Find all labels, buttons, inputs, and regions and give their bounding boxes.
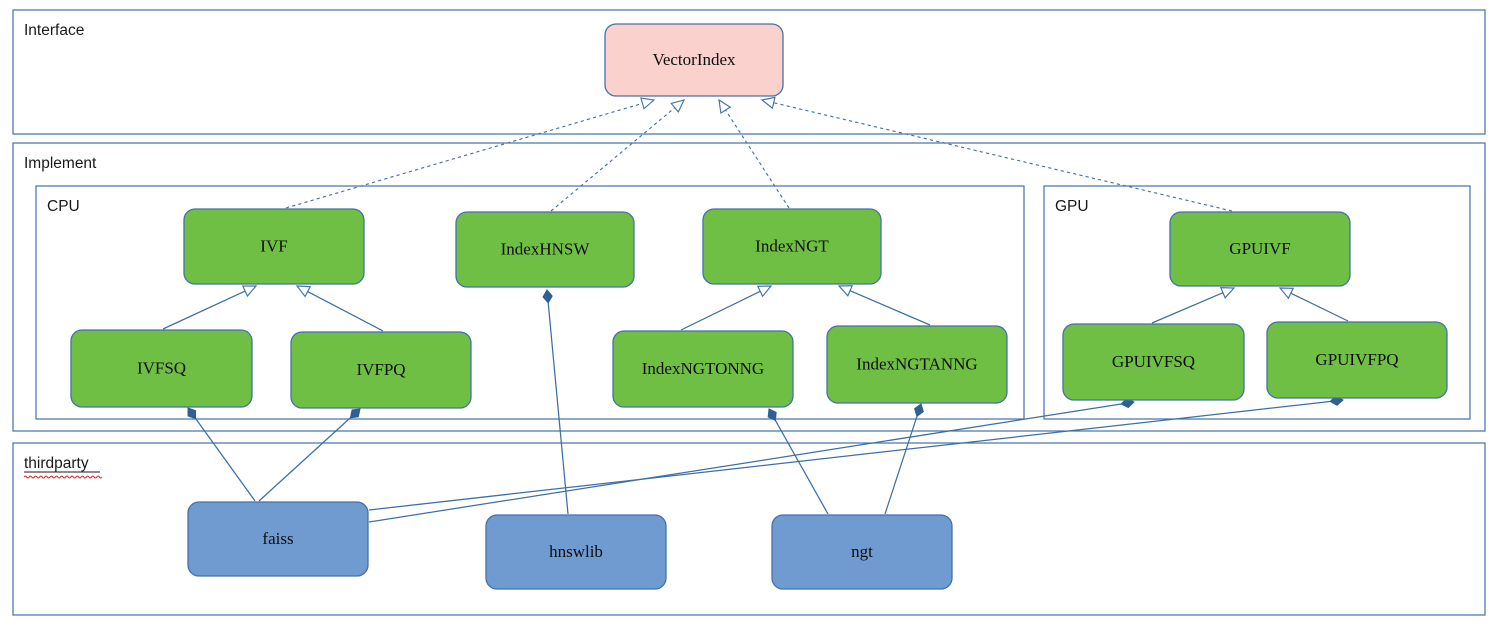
group-label-interface: Interface — [24, 22, 84, 39]
class-node-label-vectorindex: VectorIndex — [652, 50, 736, 69]
arrowhead-hollow-triangle-indexngt-vectorindex — [718, 98, 732, 115]
group-label-implement: Implement — [24, 155, 97, 172]
class-node-label-indexhnsw: IndexHNSW — [501, 239, 591, 258]
class-node-indexngtanng[interactable]: IndexNGTANNG — [826, 325, 1008, 404]
edge-line-ivf-vectorindex — [285, 102, 643, 209]
arrowhead-hollow-triangle-indexngtonng-indexngt — [756, 285, 773, 298]
edge-line-faiss-ivfpq — [258, 417, 351, 502]
arrowhead-filled-diamond-hnswlib-indexhnsw — [542, 289, 553, 304]
group-label-cpu: CPU — [47, 198, 80, 215]
edge-ngt-indexngtonng — [767, 408, 829, 515]
edge-hnswlib-indexhnsw — [542, 289, 569, 515]
group-label-thirdparty: thirdparty — [24, 455, 89, 472]
class-node-gpuivfsq[interactable]: GPUIVFSQ — [1062, 323, 1245, 401]
class-node-box-hnswlib[interactable] — [485, 514, 667, 590]
class-node-box-indexhnsw[interactable] — [455, 211, 635, 288]
arrowhead-filled-diamond-ngt-indexngtanng — [914, 403, 924, 418]
edge-indexngtonng-indexngt — [680, 285, 773, 331]
class-node-ivfpq[interactable]: IVFPQ — [290, 331, 472, 409]
class-node-label-ngt: ngt — [851, 542, 873, 561]
edge-line-ivfpq-ivf — [307, 291, 384, 332]
class-node-indexngt[interactable]: IndexNGT — [702, 208, 882, 285]
class-node-indexngtonng[interactable]: IndexNGTONNG — [612, 330, 794, 408]
class-node-gpuivfpq[interactable]: GPUIVFPQ — [1266, 321, 1448, 399]
edge-ngt-indexngtanng — [884, 403, 924, 515]
edge-gpuivfpq-gpuivf — [1278, 287, 1349, 322]
class-node-box-ivfpq[interactable] — [290, 331, 472, 409]
class-node-ivfsq[interactable]: IVFSQ — [70, 329, 253, 408]
arrowhead-filled-diamond-ngt-indexngtonng — [767, 408, 777, 422]
arrowhead-hollow-triangle-gpuivfpq-gpuivf — [1278, 287, 1295, 300]
class-node-label-indexngt: IndexNGT — [755, 236, 829, 255]
class-node-box-ivf[interactable] — [183, 208, 365, 285]
edge-faiss-ivfpq — [258, 408, 361, 502]
edge-ivfsq-ivf — [162, 285, 258, 330]
class-node-indexhnsw[interactable]: IndexHNSW — [455, 211, 635, 288]
edge-indexngtanng-indexngt — [837, 285, 931, 326]
class-node-label-faiss: faiss — [262, 529, 293, 548]
arrowhead-hollow-triangle-indexngtanng-indexngt — [837, 285, 854, 297]
group-label-gpu: GPU — [1055, 198, 1089, 215]
edge-faiss-ivfsq — [187, 407, 256, 502]
edge-indexngt-vectorindex — [718, 98, 790, 209]
edge-ivfpq-ivf — [295, 285, 384, 332]
class-node-box-indexngt[interactable] — [702, 208, 882, 285]
class-node-vectorindex[interactable]: VectorIndex — [604, 23, 784, 97]
spellcheck-squiggle-thirdparty — [23, 475, 103, 479]
class-node-label-gpuivfsq: GPUIVFSQ — [1112, 352, 1195, 371]
class-node-box-indexngtanng[interactable] — [826, 325, 1008, 404]
class-node-box-ivfsq[interactable] — [70, 329, 253, 408]
edge-line-faiss-gpuivfsq — [368, 403, 1122, 523]
class-node-label-gpuivf: GPUIVF — [1229, 239, 1290, 258]
class-node-ngt[interactable]: ngt — [771, 514, 953, 590]
class-node-box-gpuivfpq[interactable] — [1266, 321, 1448, 399]
class-node-box-ngt[interactable] — [771, 514, 953, 590]
edge-line-gpuivfpq-gpuivf — [1290, 292, 1349, 322]
edge-line-indexngtanng-indexngt — [849, 290, 931, 326]
edge-gpuivf-vectorindex — [760, 96, 1233, 212]
relationship-edges-layer — [162, 96, 1349, 523]
class-node-hnswlib[interactable]: hnswlib — [485, 514, 667, 590]
class-node-label-ivfpq: IVFPQ — [356, 360, 405, 379]
class-node-label-indexngtonng: IndexNGTONNG — [642, 359, 764, 378]
arrowhead-hollow-triangle-gpuivfsq-gpuivf — [1219, 287, 1236, 299]
class-node-label-gpuivfpq: GPUIVFPQ — [1315, 350, 1398, 369]
edge-line-ivfsq-ivf — [162, 290, 246, 330]
class-node-box-gpuivfsq[interactable] — [1062, 323, 1245, 401]
class-node-label-ivfsq: IVFSQ — [137, 358, 186, 377]
class-node-box-vectorindex[interactable] — [604, 23, 784, 97]
edge-line-indexngt-vectorindex — [725, 109, 790, 209]
edge-ivf-vectorindex — [285, 97, 656, 209]
arrowhead-hollow-triangle-ivfsq-ivf — [241, 285, 258, 298]
arrowhead-filled-diamond-faiss-ivfsq — [187, 407, 197, 420]
edge-line-faiss-ivfsq — [195, 418, 256, 502]
edge-line-faiss-gpuivfpq — [368, 400, 1331, 511]
class-node-box-gpuivf[interactable] — [1169, 211, 1351, 287]
edge-line-ngt-indexngtanng — [884, 416, 918, 515]
edge-gpuivfsq-gpuivf — [1151, 287, 1236, 324]
class-node-label-ivf: IVF — [260, 236, 287, 255]
edge-line-hnswlib-indexhnsw — [547, 302, 569, 515]
class-node-box-faiss[interactable] — [187, 501, 369, 577]
edge-line-gpuivfsq-gpuivf — [1151, 292, 1224, 324]
class-node-gpuivf[interactable]: GPUIVF — [1169, 211, 1351, 287]
class-node-faiss[interactable]: faiss — [187, 501, 369, 577]
class-node-box-indexngtonng[interactable] — [612, 330, 794, 408]
edge-line-gpuivf-vectorindex — [773, 102, 1233, 212]
arrowhead-hollow-triangle-ivf-vectorindex — [640, 97, 656, 110]
edge-line-indexhnsw-vectorindex — [550, 107, 676, 212]
edge-line-indexngtonng-indexngt — [680, 290, 761, 331]
edge-indexhnsw-vectorindex — [550, 99, 686, 212]
edge-line-ngt-indexngtonng — [774, 420, 829, 515]
arrowhead-hollow-triangle-indexhnsw-vectorindex — [670, 99, 686, 113]
class-node-label-hnswlib: hnswlib — [549, 542, 603, 561]
arrowhead-filled-diamond-faiss-ivfpq — [349, 408, 361, 419]
class-node-label-indexngtanng: IndexNGTANNG — [856, 354, 977, 373]
class-node-ivf[interactable]: IVF — [183, 208, 365, 285]
arrowhead-hollow-triangle-ivfpq-ivf — [295, 285, 312, 298]
arrowhead-hollow-triangle-gpuivf-vectorindex — [760, 96, 776, 110]
